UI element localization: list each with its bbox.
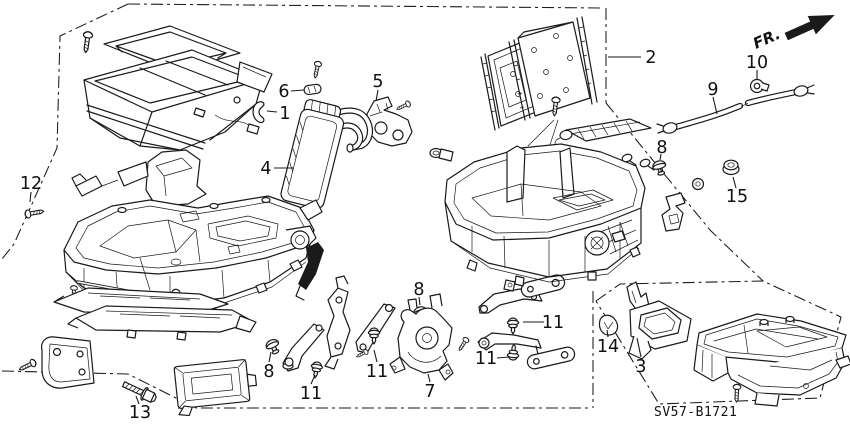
clip-11-icon: [506, 317, 520, 335]
part-damper-blades: [53, 287, 257, 341]
part-heater-lid-assembly: [80, 25, 273, 151]
screw-icon: [23, 206, 46, 220]
fr-direction-indicator: FR.: [750, 15, 835, 53]
callout-11: 11: [300, 384, 322, 404]
clip-11-icon: [506, 342, 521, 362]
fastener-cluster-right: [621, 153, 740, 232]
diagram-part-code: SV57-B1721: [654, 405, 737, 420]
screw-icon: [394, 99, 412, 113]
screw-icon: [456, 335, 471, 353]
callout-4: 4: [260, 159, 271, 179]
callout-13: 13: [129, 403, 151, 423]
clip-11-icon: [308, 360, 324, 380]
part-13-bolt: [121, 381, 157, 403]
callout-9: 9: [707, 80, 718, 100]
callout-8: 8: [263, 362, 274, 382]
part-6-clip: [303, 60, 323, 96]
part-small-frame: [173, 359, 257, 417]
callout-leader-lines: [29, 56, 758, 405]
callout-2: 2: [645, 48, 656, 68]
part-lower-tray: [693, 313, 850, 407]
callout-12: 12: [20, 174, 42, 194]
part-3-duct: [626, 281, 692, 360]
fr-arrow-icon: [784, 15, 835, 41]
callout-15: 15: [726, 187, 748, 207]
callout-11: 11: [475, 349, 497, 369]
part-4-heater-core: [280, 99, 374, 209]
fr-label: FR.: [750, 25, 783, 53]
callout-14: 14: [597, 337, 619, 357]
lever-group-left: [263, 275, 396, 380]
part-14-grommet: [598, 314, 619, 336]
callout-1: 1: [279, 104, 290, 124]
part-9-cable: [656, 84, 815, 134]
callout-11: 11: [366, 362, 388, 382]
part-15-nut: [722, 159, 740, 176]
part-heater-case-lower: [429, 96, 652, 292]
screw-icon: [80, 30, 94, 54]
screw-icon: [310, 60, 323, 80]
screw-icon: [17, 357, 38, 374]
clip-8-icon: [263, 337, 283, 357]
part-mount-bracket: [17, 336, 95, 389]
part-1-hook: [252, 101, 265, 124]
part-2-panels: [480, 16, 598, 131]
callout-5: 5: [372, 72, 383, 92]
callout-8: 8: [413, 280, 424, 300]
lever-group-center: [477, 274, 576, 370]
part-12-screw: [23, 206, 46, 220]
part-heater-case-upper: [63, 149, 324, 326]
part-10-clip: [749, 78, 770, 94]
part-7-actuator: [389, 293, 471, 381]
part-5-bracket: [366, 96, 413, 147]
callout-8: 8: [656, 138, 667, 158]
callout-3: 3: [635, 357, 646, 377]
callout-7: 7: [424, 382, 435, 402]
callout-labels: 1 2 3 4 5 6 7 8 8 8 9 10 11 11 11 11 12 …: [20, 48, 768, 423]
callout-11: 11: [542, 313, 564, 333]
callout-6: 6: [278, 82, 289, 102]
callout-10: 10: [746, 53, 768, 73]
screw-icon: [732, 383, 742, 403]
